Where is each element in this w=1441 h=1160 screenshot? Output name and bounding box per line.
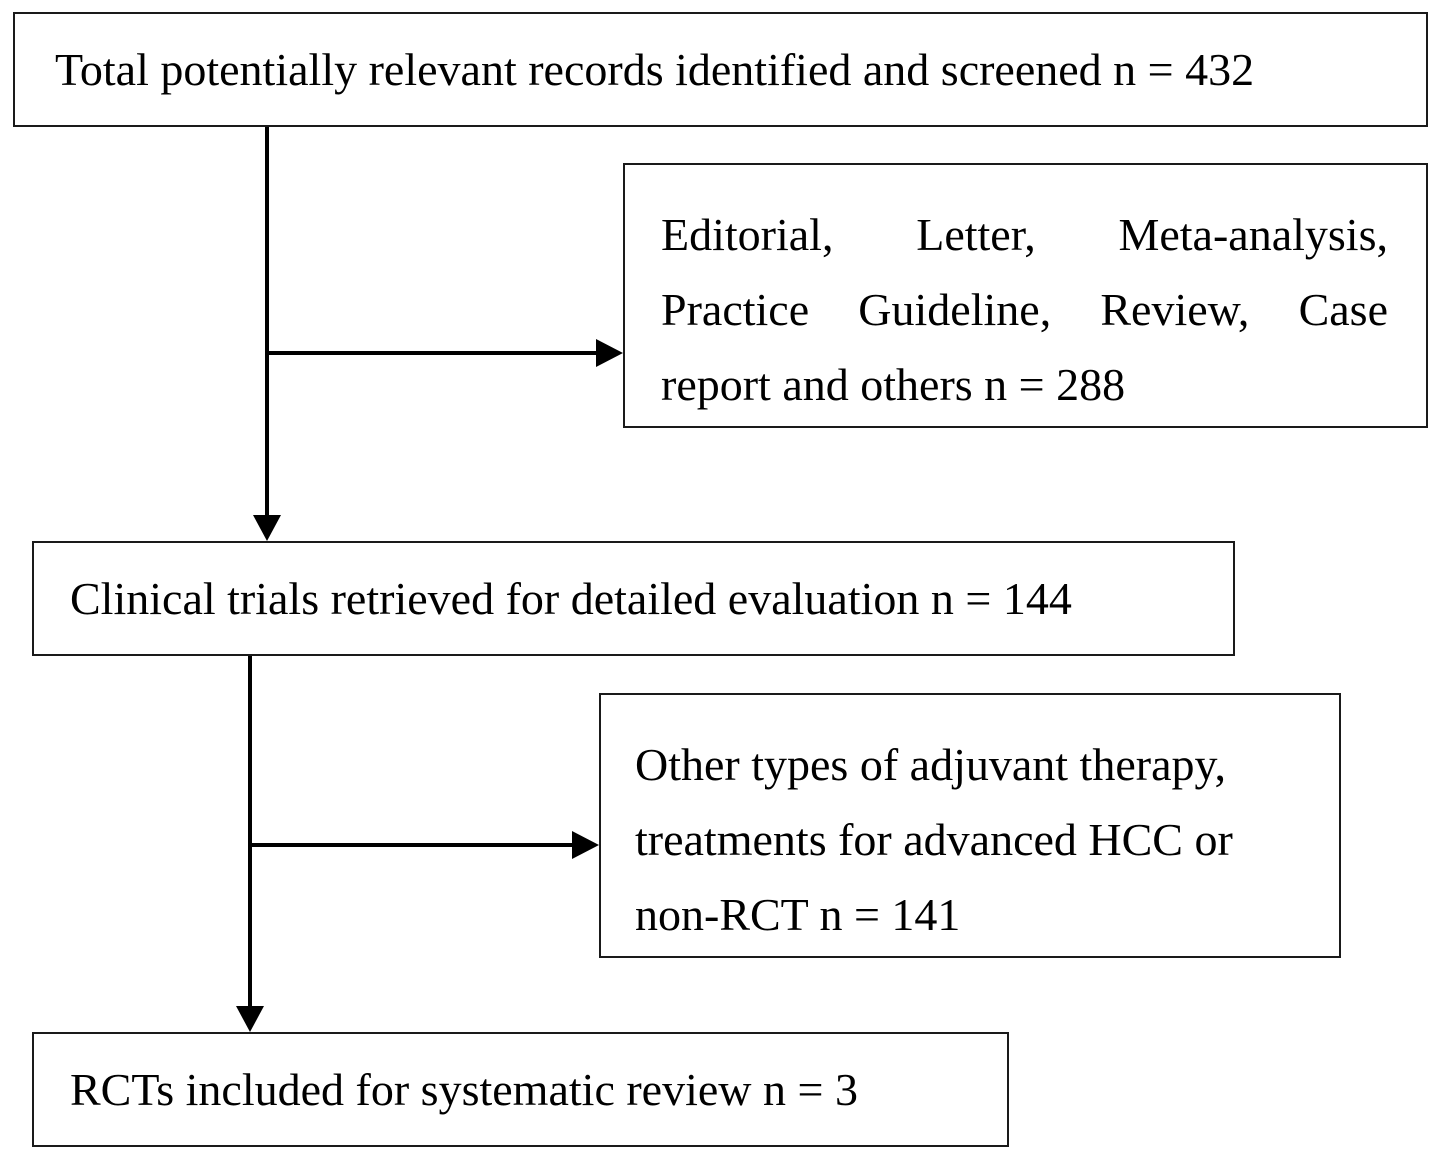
excluded-publication-types-line-1: Editorial, Letter, Meta-analysis,	[661, 209, 1388, 260]
excluded-trials-line-2: treatments for advanced HCC or	[635, 814, 1233, 865]
total-records-label: Total potentially relevant records ident…	[55, 43, 1255, 95]
rcts-included-label: RCTs included for systematic review n = …	[70, 1063, 858, 1115]
arrowhead-to-excluded-first	[596, 339, 623, 367]
excluded-publication-types-box: Editorial, Letter, Meta-analysis, Practi…	[623, 163, 1428, 428]
clinical-trials-label: Clinical trials retrieved for detailed e…	[70, 572, 1072, 624]
rcts-included-box: RCTs included for systematic review n = …	[32, 1032, 1009, 1147]
excluded-trials-line-1: Other types of adjuvant therapy,	[635, 739, 1226, 790]
total-records-box: Total potentially relevant records ident…	[13, 12, 1428, 127]
excluded-trials-line-3: non-RCT n = 141	[635, 889, 961, 940]
excluded-publication-types-line-2: Practice Guideline, Review, Case	[661, 284, 1388, 335]
excluded-publication-types-line-3: report and others n = 288	[661, 359, 1126, 410]
arrowhead-to-clinical	[253, 515, 281, 541]
arrowhead-to-excluded-second	[572, 831, 599, 859]
excluded-trials-box: Other types of adjuvant therapy, treatme…	[599, 693, 1341, 958]
arrowhead-to-rcts	[236, 1006, 264, 1032]
clinical-trials-box: Clinical trials retrieved for detailed e…	[32, 541, 1235, 656]
